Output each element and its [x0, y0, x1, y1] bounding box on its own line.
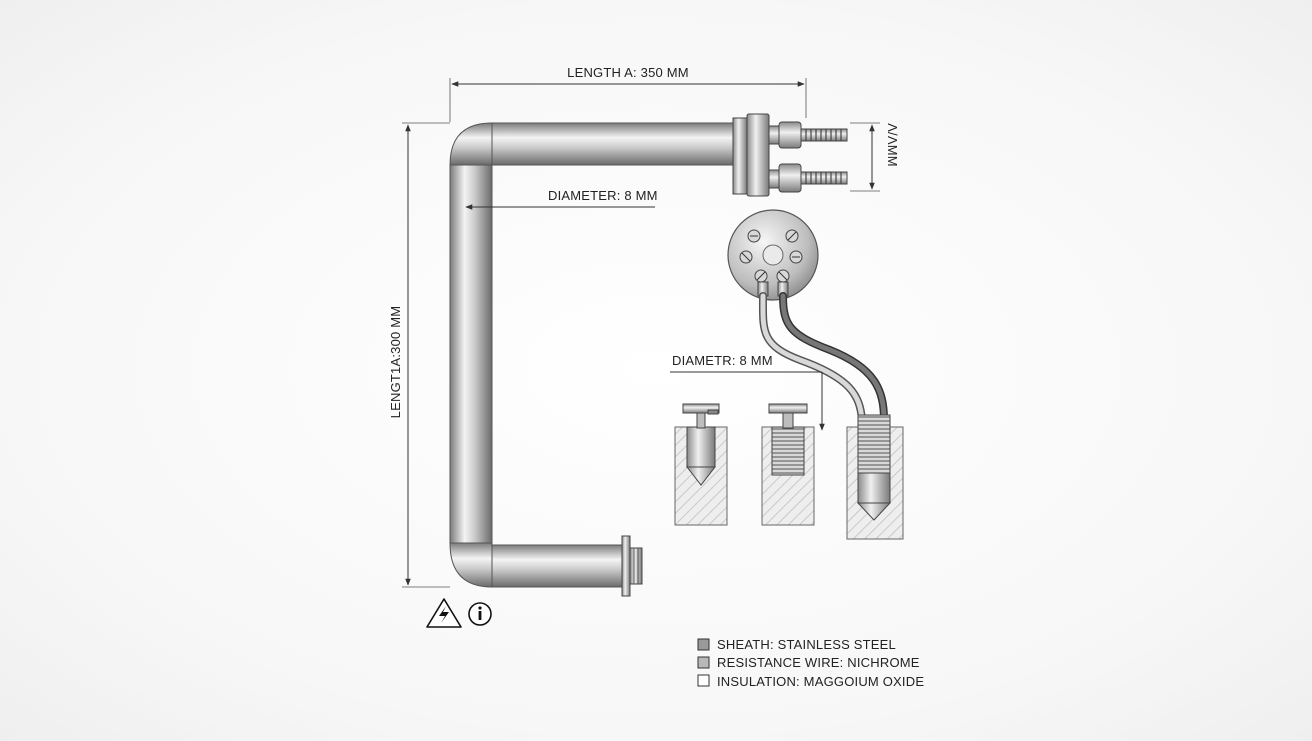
high-voltage-warning-icon: [426, 598, 462, 628]
diameter-section-label: DIAMETR: 8 MM: [672, 353, 773, 368]
thread-size-dimension: Λ/ΛMM: [850, 122, 900, 192]
lead-wires: [758, 292, 888, 424]
legend-item-insulation: INSULATION: MAGGOIUM OXIDE: [697, 674, 924, 689]
vertical-length-dimension: LENGT1A:300 MM: [388, 122, 450, 588]
heating-tube: [449, 122, 741, 597]
length-a-dimension: LENGTH A: 350 MM: [449, 65, 807, 122]
screw-icon: [739, 229, 803, 283]
thread-size-label: Λ/ΛMM: [885, 123, 900, 167]
legend-item-resistance-wire: RESISTANCE WIRE: NICHROME: [697, 655, 920, 670]
length-a-label: LENGTH A: 350 MM: [567, 65, 689, 80]
legend-label-sheath: SHEATH: STAINLESS STEEL: [717, 637, 896, 652]
legend: SHEATH: STAINLESS STEEL RESISTANCE WIRE:…: [697, 637, 924, 689]
diameter-section-dimension: DIAMETR: 8 MM: [670, 353, 825, 431]
legend-label-insulation: INSULATION: MAGGOIUM OXIDE: [717, 674, 924, 689]
cross-section-pin: [674, 403, 728, 526]
vertical-length-label: LENGT1A:300 MM: [388, 306, 403, 419]
diameter-main-label: DIAMETER: 8 MM: [548, 188, 658, 203]
legend-item-sheath: SHEATH: STAINLESS STEEL: [697, 637, 896, 652]
terminal-block: [732, 113, 848, 197]
diameter-main-dimension: DIAMETER: 8 MM: [465, 188, 658, 210]
cross-section-coil: [761, 403, 815, 526]
terminal-disc: [727, 209, 819, 301]
info-icon: [468, 602, 492, 626]
legend-label-resistance-wire: RESISTANCE WIRE: NICHROME: [717, 655, 920, 670]
cross-section-wired: [846, 414, 904, 540]
